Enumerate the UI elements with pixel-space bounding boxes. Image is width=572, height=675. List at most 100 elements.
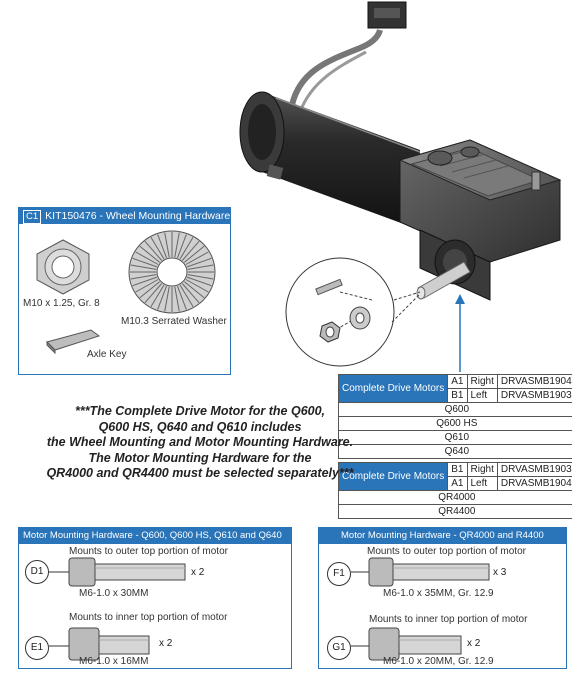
row-side: Left (466, 476, 498, 491)
washer-tooth (139, 245, 161, 263)
note-line: Q600 HS, Q640 and Q610 includes (98, 419, 302, 434)
mount-left-inner-spec: M6-1.0 x 16MM (79, 656, 149, 667)
model-cell: QR4400 (338, 504, 572, 519)
motor-mounting-panel-q600: Motor Mounting Hardware - Q600, Q600 HS,… (18, 527, 292, 669)
mount-right-outer-qty: x 3 (493, 567, 507, 578)
model-cell: QR4000 (338, 490, 572, 505)
model-cell: Q640 (338, 444, 572, 459)
hardware-note: ***The Complete Drive Motor for the Q600… (0, 404, 400, 482)
washer-tooth (174, 286, 180, 312)
washer-tooth (181, 241, 200, 261)
washer-tooth (177, 285, 187, 310)
callout-e1: E1 (25, 636, 49, 660)
table-group-label: Complete Drive Motors (337, 462, 449, 491)
washer-tooth (186, 276, 212, 287)
table-row: Complete Drive Motors B1 Right DRVASMB19… (337, 462, 572, 491)
note-line: ***The Complete Drive Motor for the Q600… (74, 404, 326, 418)
callout-g1: G1 (327, 636, 351, 660)
mount-left-outer-qty: x 2 (191, 567, 205, 578)
row-part: DRVASMB1904 (496, 374, 572, 389)
note-line: The Motor Mounting Hardware for the (88, 450, 312, 465)
washer-tooth (132, 276, 158, 287)
cable-connector (289, 1, 407, 113)
washer-tooth (185, 279, 209, 293)
callout-c1: C1 (23, 210, 42, 224)
note-line: QR4000 and QR4400 must be selected separ… (46, 466, 354, 480)
washer-tooth (150, 284, 165, 307)
washer-tooth (186, 257, 212, 268)
row-code: B1 (447, 388, 468, 403)
leader-arrow (455, 294, 465, 372)
row-part: DRVASMB1904 (496, 476, 572, 491)
callout-d1: D1 (25, 560, 49, 584)
bolt-16mm-icon (49, 627, 150, 661)
washer-tooth (135, 279, 159, 293)
washer-tooth (164, 286, 170, 312)
washer-tooth (144, 283, 163, 303)
washer-tooth (164, 232, 170, 258)
drive-motor-table-qr4000: Complete Drive Motors B1 Right DRVASMB19… (337, 462, 572, 519)
mount-left-outer-desc: Mounts to outer top portion of motor (69, 546, 228, 557)
row-part: DRVASMB1903 (496, 388, 572, 403)
mount-left-title: Motor Mounting Hardware - Q600, Q600 HS,… (19, 528, 291, 544)
bolt-30mm-icon (49, 557, 186, 587)
axle-key-label: Axle Key (87, 349, 127, 360)
washer-tooth (181, 283, 200, 303)
nut-label: M10 x 1.25, Gr. 8 (23, 298, 100, 309)
table-row: QR4400 (338, 504, 572, 519)
washer-tooth (187, 274, 214, 280)
mount-right-inner-desc: Mounts to inner top portion of motor (369, 614, 528, 625)
mount-right-outer-spec: M6-1.0 x 35MM, Gr. 12.9 (383, 588, 494, 599)
mount-right-outer-desc: Mounts to outer top portion of motor (367, 546, 526, 557)
washer-label: M10.3 Serrated Washer (121, 316, 227, 327)
table-row: QR4000 (338, 490, 572, 505)
row-code: A1 (447, 476, 468, 491)
gearbox (398, 139, 562, 301)
table-row: Q640 (338, 444, 572, 459)
washer-tooth (135, 251, 159, 265)
motor-mounting-panel-qr4000: Motor Mounting Hardware - QR4000 and R44… (318, 527, 567, 669)
row-side: Right (466, 374, 498, 389)
row-code: B1 (447, 462, 468, 477)
mount-left-outer-spec: M6-1.0 x 30MM (79, 588, 149, 599)
table-row: B1 Left DRVASMB1903 (339, 388, 572, 403)
motor-body (239, 91, 421, 230)
wheel-kit-title: KIT150476 - Wheel Mounting Hardware (45, 210, 230, 222)
row-side: Left (466, 388, 498, 403)
mount-right-inner-qty: x 2 (467, 638, 481, 649)
washer-tooth (183, 245, 205, 263)
table-row: Complete Drive Motors A1 Right DRVASMB19… (337, 374, 572, 403)
washer-tooth (179, 237, 194, 260)
bolt-20mm-icon (351, 627, 462, 661)
mount-right-inner-spec: M6-1.0 x 20MM, Gr. 12.9 (383, 656, 494, 667)
mount-left-inner-qty: x 2 (159, 638, 173, 649)
washer-tooth (174, 232, 180, 258)
washer-tooth (157, 285, 167, 310)
mount-left-inner-desc: Mounts to inner top portion of motor (69, 612, 228, 623)
washer-tooth (132, 257, 158, 268)
axle-shaft (416, 261, 471, 300)
washer-tooth (130, 274, 157, 280)
exploded-hardware-circle (285, 257, 421, 367)
bolt-35mm-icon (351, 557, 490, 587)
axle-key-icon (46, 329, 101, 354)
washer-tooth (139, 281, 161, 299)
row-part: DRVASMB1903 (496, 462, 572, 477)
washer-tooth (150, 237, 165, 260)
washer-tooth (187, 264, 214, 270)
washer-tooth (183, 281, 205, 299)
row-side: Right (466, 462, 498, 477)
row-code: A1 (447, 374, 468, 389)
washer-tooth (185, 251, 209, 265)
washer-tooth (157, 234, 167, 259)
washer-tooth (130, 264, 157, 270)
washer-tooth (179, 284, 194, 307)
callout-f1: F1 (327, 562, 351, 586)
washer-tooth (177, 234, 187, 259)
note-line: the Wheel Mounting and Motor Mounting Ha… (46, 435, 354, 449)
mount-right-title: Motor Mounting Hardware - QR4000 and R44… (319, 528, 566, 544)
table-group-label: Complete Drive Motors (337, 374, 449, 403)
